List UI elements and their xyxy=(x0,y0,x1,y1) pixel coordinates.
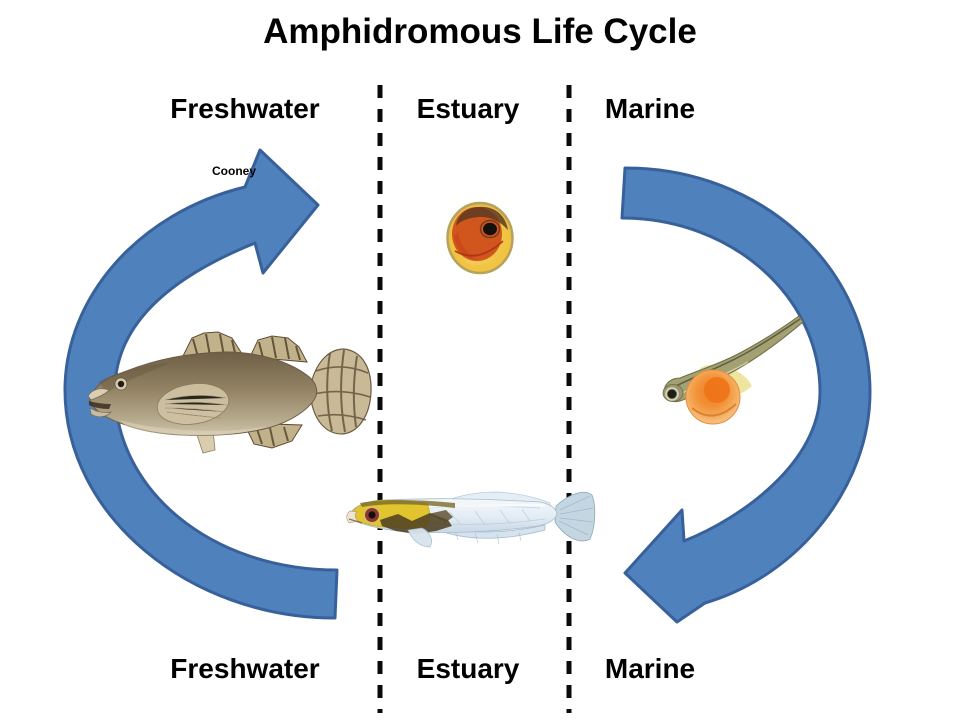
page-title: Amphidromous Life Cycle xyxy=(263,12,697,51)
zone-label-bottom-marine: Marine xyxy=(604,653,696,684)
left-cycle-arrow xyxy=(63,148,339,620)
egg-eye-spot xyxy=(483,222,497,236)
larva-eye xyxy=(667,389,677,399)
adult-lower-lip xyxy=(89,407,112,418)
juvenile-dark-blotch xyxy=(380,513,452,534)
egg-dark-region xyxy=(456,206,508,230)
larva-illustration xyxy=(662,315,804,425)
credit-cooney: Cooney xyxy=(212,164,257,178)
zone-label-top-estuary: Estuary xyxy=(416,93,520,124)
adult-upper-lip xyxy=(87,388,110,401)
juvenile-snout xyxy=(346,510,359,524)
right-cycle-arrow xyxy=(620,166,872,624)
juvenile-fish-illustration xyxy=(346,491,596,548)
juvenile-tail-fin xyxy=(554,491,596,542)
zone-label-bottom-estuary: Estuary xyxy=(416,653,520,684)
juvenile-pelvic-fin xyxy=(407,527,432,548)
adult-fish-illustration xyxy=(87,331,372,454)
zone-label-bottom-freshwater: Freshwater xyxy=(170,653,320,684)
adult-second-dorsal-fin xyxy=(249,335,308,363)
larva-dorsal-line xyxy=(671,318,801,389)
juvenile-head-olive-top xyxy=(360,500,455,508)
zone-label-top-marine: Marine xyxy=(604,93,696,124)
adult-mouth xyxy=(89,401,111,409)
egg-illustration xyxy=(446,201,514,275)
adult-belly-highlight xyxy=(120,420,268,436)
zone-label-top-freshwater: Freshwater xyxy=(170,93,320,124)
egg-embryo-line xyxy=(454,240,504,257)
